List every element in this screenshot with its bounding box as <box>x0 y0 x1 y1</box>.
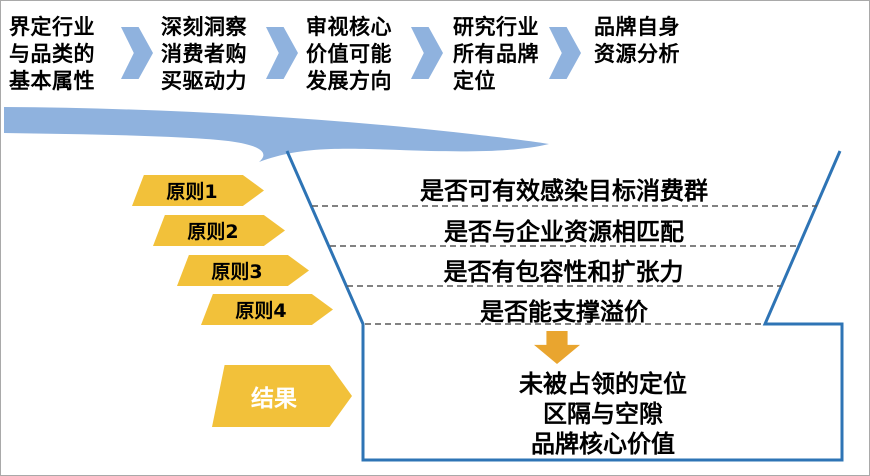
principle-tag-2-label: 原则2 <box>187 221 239 243</box>
process-step-3: 审视核心 价值可能 发展方向 <box>306 15 392 93</box>
down-arrow-icon <box>534 331 580 364</box>
funnel-question-3: 是否有包容性和扩张力 <box>443 258 684 286</box>
principle-tag-1-label: 原则1 <box>166 181 218 203</box>
principle-tag-1: 原则1 <box>132 175 264 206</box>
result-text-block: 未被占领的定位 区隔与空隙 品牌核心价值 <box>363 369 843 459</box>
chevron-right-icon <box>549 27 581 79</box>
curved-swoosh-arrow-icon <box>4 107 549 162</box>
process-step-1: 界定行业 与品类的 基本属性 <box>9 15 95 93</box>
result-tag-label: 结果 <box>251 386 297 412</box>
principle-tag-3: 原则3 <box>177 255 309 286</box>
result-line-2: 区隔与空隙 <box>543 400 663 428</box>
chevron-right-icon <box>121 27 153 79</box>
process-step-2: 深刻洞察 消费者购 买驱动力 <box>161 15 247 93</box>
result-line-3: 品牌核心价值 <box>531 430 675 458</box>
process-step-5: 品牌自身 资源分析 <box>594 15 680 66</box>
principle-tag-3-label: 原则3 <box>211 261 263 283</box>
funnel-question-4: 是否能支撑溢价 <box>480 298 648 326</box>
chevron-right-icon <box>411 27 443 79</box>
principle-tag-4-label: 原则4 <box>235 300 287 322</box>
result-line-1: 未被占领的定位 <box>519 370 687 398</box>
result-tag: 结果 <box>212 365 352 427</box>
principle-tag-4: 原则4 <box>201 294 333 325</box>
principle-tag-2: 原则2 <box>153 215 285 246</box>
funnel-question-1: 是否可有效感染目标消费群 <box>420 177 708 205</box>
funnel-question-2: 是否与企业资源相匹配 <box>444 218 684 246</box>
process-step-4: 研究行业 所有品牌 定位 <box>453 15 539 93</box>
chevron-right-icon <box>266 27 298 79</box>
